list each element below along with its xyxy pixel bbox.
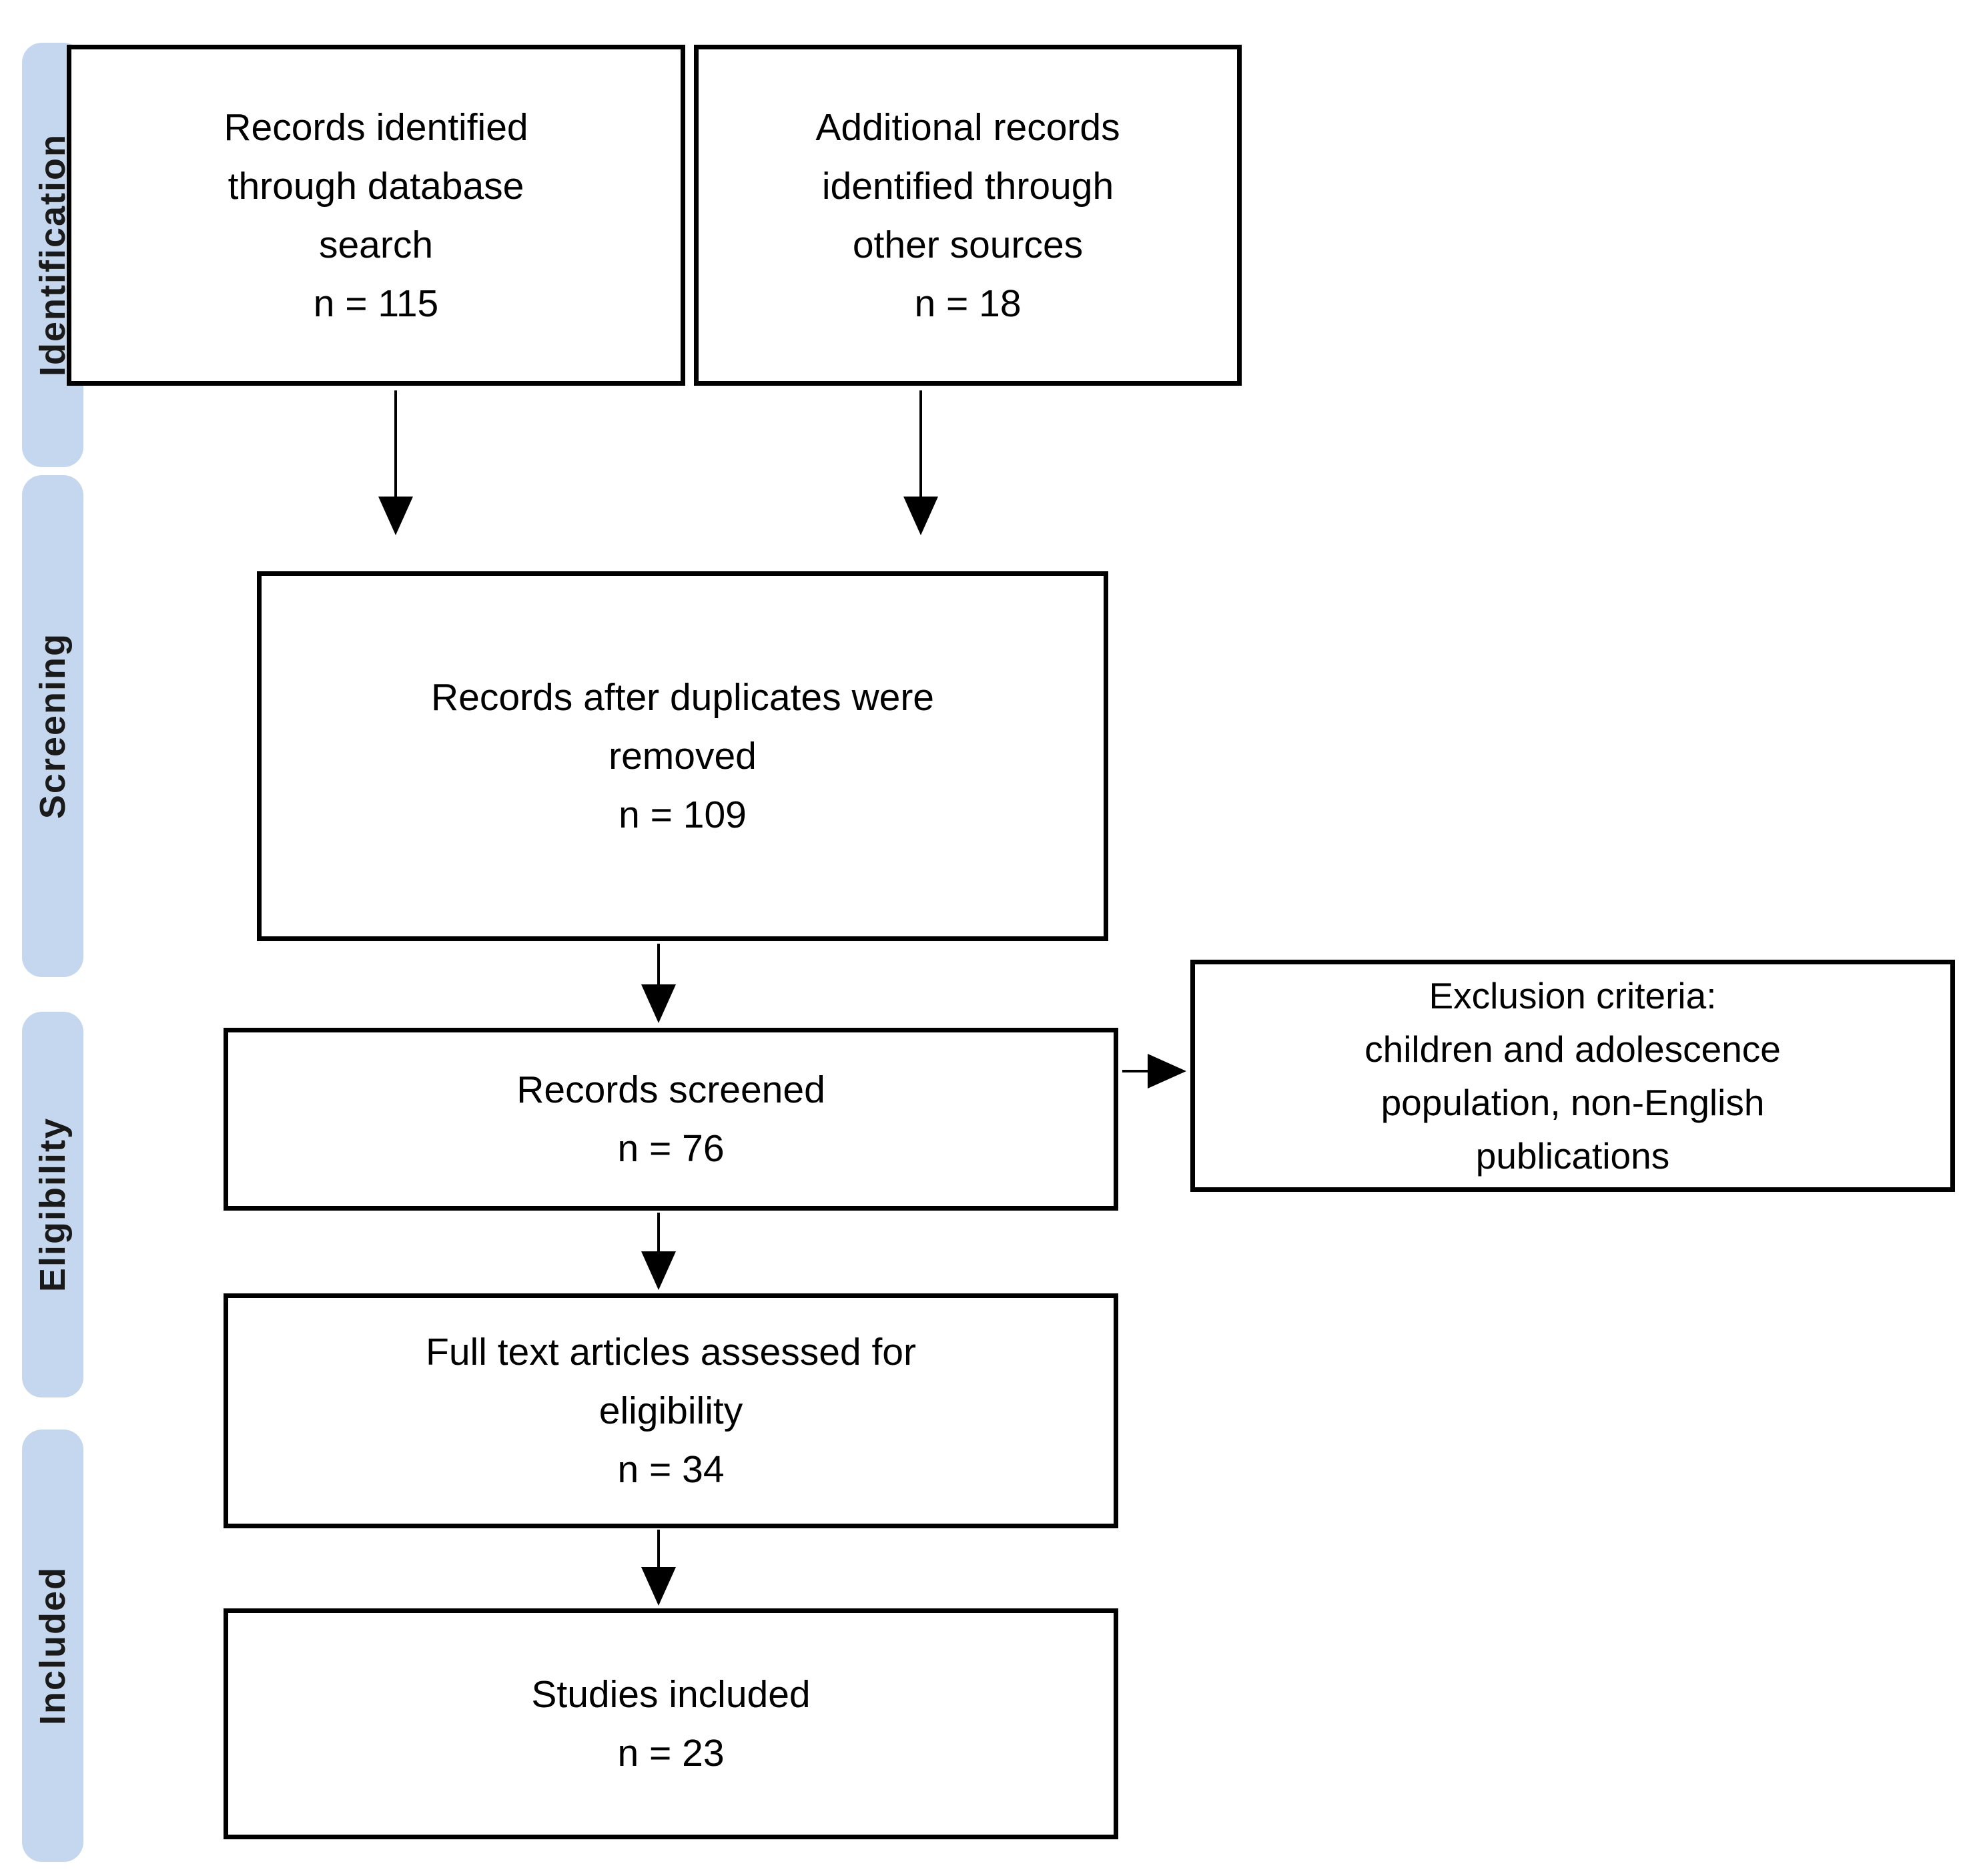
- arrow-down-icon: [641, 1251, 676, 1290]
- box-text-line: Records identified: [224, 105, 528, 149]
- box-text-line: Full text articles assessed for: [426, 1331, 916, 1373]
- box-text-line: children and adolescence: [1364, 1028, 1781, 1070]
- arrow-down-icon: [641, 1567, 676, 1606]
- stage-bar-included: Included: [22, 1430, 83, 1862]
- exclusion-criteria-box: Exclusion criteria: children and adolesc…: [1190, 960, 1955, 1192]
- studies-included-box: Studies included n = 23: [224, 1608, 1118, 1839]
- arrow-right-icon: [1148, 1054, 1186, 1088]
- arrow-shaft: [1122, 1070, 1150, 1072]
- records-identified-box: Records identified through database sear…: [67, 45, 685, 386]
- box-text-line: eligibility: [599, 1389, 743, 1432]
- arrow-down-icon: [903, 497, 938, 535]
- box-text-line: other sources: [852, 223, 1084, 266]
- box-text-line: identified through: [821, 164, 1114, 208]
- arrow-shaft: [657, 1530, 660, 1570]
- box-text-line: Records after duplicates were: [430, 676, 935, 719]
- stage-bar-eligibility: Eligibility: [22, 1012, 83, 1397]
- box-count-line: n = 34: [617, 1448, 725, 1491]
- full-text-assessed-box: Full text articles assessed for eligibil…: [224, 1293, 1118, 1528]
- box-count-line: n = 18: [914, 282, 1022, 325]
- box-text-line: search: [318, 223, 434, 266]
- stage-label-eligibility: Eligibility: [33, 1117, 73, 1293]
- box-text-line: publications: [1475, 1135, 1670, 1177]
- additional-records-box: Additional records identified through ot…: [694, 45, 1242, 386]
- duplicates-removed-box: Records after duplicates were removed n …: [257, 571, 1108, 941]
- box-text-line: removed: [609, 735, 757, 777]
- box-text-line: through database: [228, 164, 524, 208]
- box-text-line: population, non-English: [1380, 1082, 1765, 1123]
- box-text-line: Records screened: [516, 1068, 825, 1111]
- box-text-line: Exclusion criteria:: [1429, 975, 1717, 1016]
- box-text-line: Additional records: [815, 105, 1120, 149]
- stage-label-screening: Screening: [33, 633, 73, 820]
- stage-bar-screening: Screening: [22, 475, 83, 977]
- box-count-line: n = 23: [617, 1732, 725, 1775]
- arrow-shaft: [657, 944, 660, 988]
- arrow-shaft: [919, 390, 922, 499]
- box-count-line: n = 76: [617, 1127, 725, 1170]
- arrow-shaft: [657, 1213, 660, 1254]
- box-text-line: Studies included: [531, 1673, 811, 1716]
- box-count-line: n = 109: [619, 794, 747, 836]
- records-screened-box: Records screened n = 76: [224, 1028, 1118, 1211]
- arrow-down-icon: [378, 497, 413, 535]
- stage-label-included: Included: [33, 1566, 73, 1725]
- box-count-line: n = 115: [313, 282, 439, 325]
- arrow-down-icon: [641, 984, 676, 1023]
- arrow-shaft: [394, 390, 397, 499]
